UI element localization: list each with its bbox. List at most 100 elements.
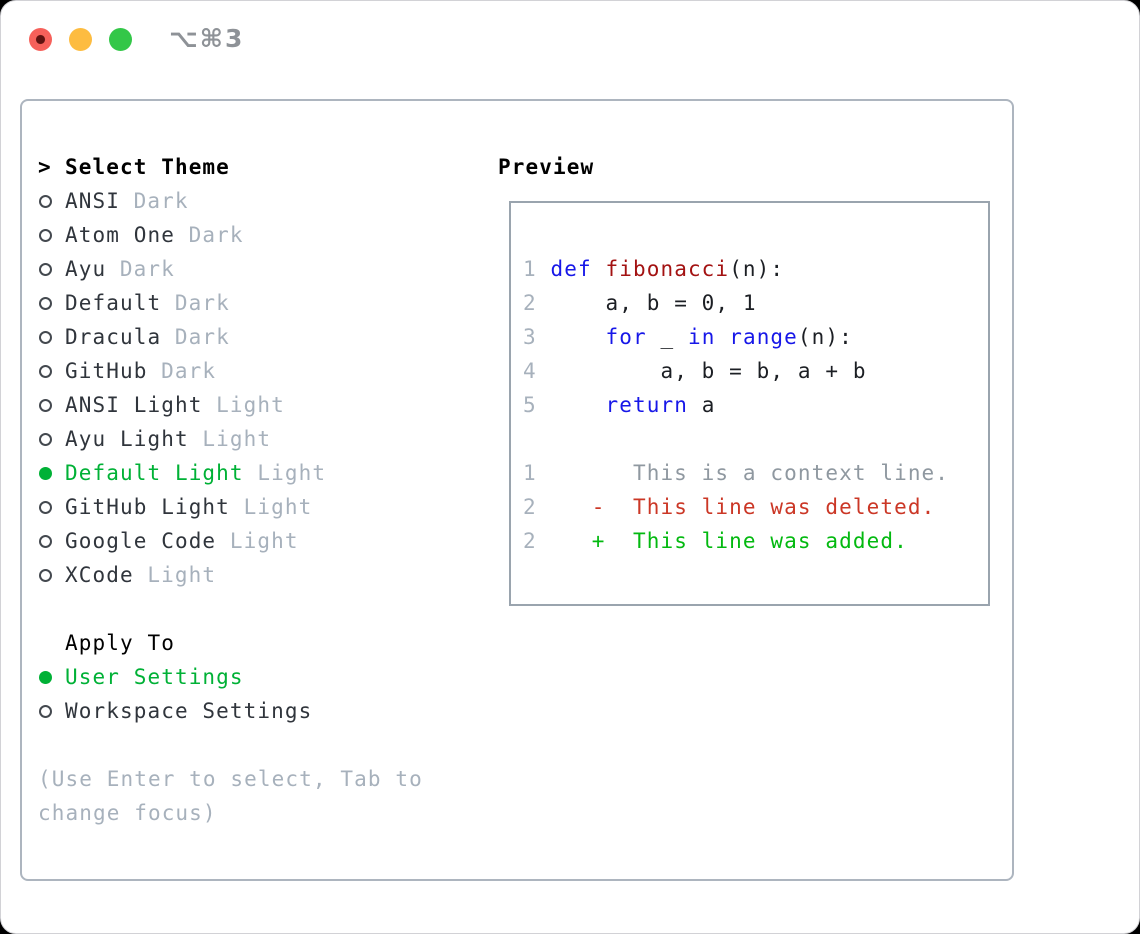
theme-option[interactable]: Default Dark: [38, 286, 326, 320]
radio-unselected-icon: [39, 296, 52, 310]
radio-unselected-icon: [39, 194, 52, 208]
theme-name: Google Code: [65, 529, 217, 553]
radio-selected-icon: [39, 466, 52, 480]
code-segment: [537, 529, 592, 553]
code-segment: (n):: [797, 325, 853, 349]
code-segment: 1: [523, 461, 537, 485]
code-segment: for: [605, 325, 647, 349]
code-segment: [551, 393, 606, 417]
apply-option[interactable]: Workspace Settings: [38, 694, 312, 728]
radio-unselected-icon: [39, 364, 52, 378]
theme-option[interactable]: Atom One Dark: [38, 218, 326, 252]
close-button[interactable]: [29, 28, 52, 51]
apply-option-label: Workspace Settings: [65, 699, 313, 723]
theme-variant: Dark: [188, 223, 244, 247]
theme-variant: Light: [202, 427, 272, 451]
preview-box: [509, 201, 990, 606]
radio-unselected-icon: [39, 228, 52, 242]
code-segment: def: [550, 257, 592, 281]
theme-name: Default: [65, 291, 162, 315]
code-segment: 2: [523, 495, 537, 519]
zoom-button[interactable]: [109, 28, 132, 51]
radio-cell: [38, 568, 65, 582]
theme-name: GitHub Light: [65, 495, 230, 519]
code-segment: 2: [523, 529, 537, 553]
window-title: ⌥⌘3: [169, 24, 245, 53]
radio-unselected-icon: [39, 500, 52, 514]
theme-variant: Light: [216, 393, 285, 417]
theme-name: Ayu Light: [65, 427, 189, 451]
code-line: 1 This is a context line.: [523, 456, 949, 490]
code-segment: + This line was added.: [591, 529, 908, 553]
apply-option[interactable]: User Settings: [38, 660, 312, 694]
code-segment: fibonacci: [605, 257, 730, 281]
radio-unselected-icon: [39, 330, 52, 344]
code-segment: a, b = 0, 1: [550, 291, 757, 315]
hint-line: (Use Enter to select, Tab to: [38, 767, 423, 791]
code-segment: [537, 461, 633, 485]
theme-list-header: Select Theme: [65, 155, 230, 179]
theme-variant: Light: [229, 529, 299, 553]
theme-name: ANSI: [65, 189, 120, 213]
theme-variant: Dark: [174, 291, 230, 315]
theme-variant: Dark: [133, 189, 189, 213]
code-segment: return: [605, 393, 688, 417]
code-segment: 5: [523, 393, 551, 417]
code-segment: 4: [523, 359, 551, 383]
code-line: [523, 422, 949, 456]
code-segment: _: [646, 325, 688, 349]
theme-name: GitHub: [65, 359, 148, 383]
theme-option[interactable]: Google Code Light: [38, 524, 326, 558]
theme-name: ANSI Light: [65, 393, 203, 417]
radio-cell: [38, 330, 65, 344]
code-segment: 2: [523, 291, 551, 315]
apply-to-header: Apply To: [65, 631, 175, 655]
code-line: 2 - This line was deleted.: [523, 490, 949, 524]
theme-option[interactable]: GitHub Light Light: [38, 490, 326, 524]
radio-unselected-icon: [39, 568, 52, 582]
code-segment: [551, 325, 606, 349]
code-segment: 3: [523, 325, 551, 349]
theme-variant: Light: [257, 461, 327, 485]
code-segment: in: [687, 325, 716, 349]
theme-variant: Dark: [161, 359, 217, 383]
radio-cell: [38, 228, 65, 242]
radio-cell: [38, 466, 65, 480]
code-line: 1 def fibonacci(n):: [523, 252, 949, 286]
radio-cell: [38, 262, 65, 276]
theme-option[interactable]: GitHub Dark: [38, 354, 326, 388]
radio-cell: [38, 432, 65, 446]
code-line: 2 + This line was added.: [523, 524, 949, 558]
radio-cell: [38, 500, 65, 514]
radio-cell: [38, 704, 65, 718]
code-segment: - This line was deleted.: [591, 495, 936, 519]
theme-option[interactable]: Default Light Light: [38, 456, 326, 490]
code-line: 3 for _ in range(n):: [523, 320, 949, 354]
code-segment: a, b = b, a + b: [550, 359, 867, 383]
theme-variant: Light: [243, 495, 313, 519]
radio-unselected-icon: [39, 534, 52, 548]
code-segment: 1: [523, 257, 551, 281]
radio-cell: [38, 296, 65, 310]
theme-option[interactable]: ANSI Light Light: [38, 388, 326, 422]
theme-name: Dracula: [65, 325, 162, 349]
theme-option[interactable]: ANSI Dark: [38, 184, 326, 218]
theme-variant: Light: [147, 563, 217, 587]
radio-unselected-icon: [39, 262, 52, 276]
theme-name: Default Light: [65, 461, 244, 485]
minimize-button[interactable]: [69, 28, 92, 51]
theme-option[interactable]: Ayu Light Light: [38, 422, 326, 456]
theme-variant: Dark: [119, 257, 175, 281]
theme-name: Atom One: [65, 223, 175, 247]
apply-option-label: User Settings: [65, 665, 244, 689]
code-segment: This is a context line.: [632, 461, 950, 485]
code-segment: a: [687, 393, 716, 417]
code-segment: [537, 495, 592, 519]
